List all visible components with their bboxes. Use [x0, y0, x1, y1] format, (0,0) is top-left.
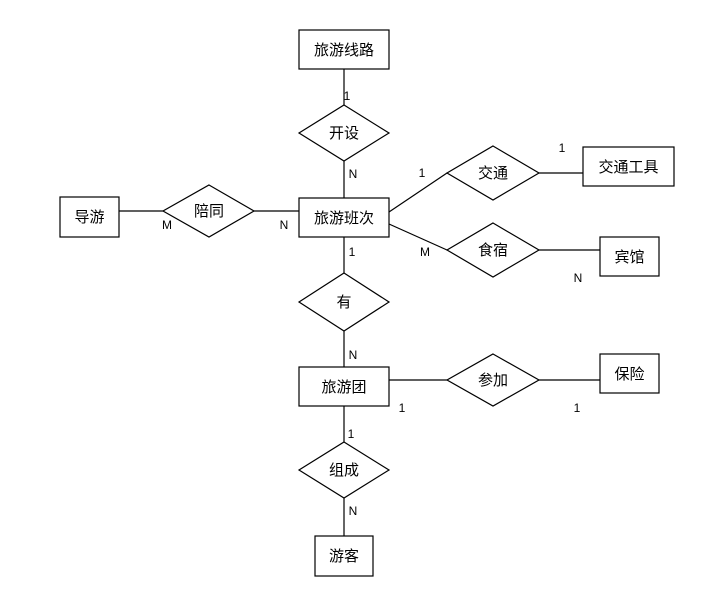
relationship-join-label: 参加 [478, 371, 508, 389]
entity-hotel-label: 宾馆 [614, 248, 644, 266]
cardinality-guide-accompany: M [162, 218, 172, 232]
relationship-has-label: 有 [336, 293, 351, 311]
entity-guide-label: 导游 [74, 208, 104, 226]
entity-tourist: 游客 [314, 535, 374, 577]
relationship-compose-label: 组成 [329, 461, 359, 479]
entity-transport: 交通工具 [582, 146, 675, 187]
cardinality-labels: 1 N M N 1 1 M N 1 N 1 1 1 N [162, 89, 582, 518]
cardinality-lodging-hotel: N [574, 271, 583, 285]
relationship-traffic: 交通 [445, 145, 541, 201]
relationship-accompany: 陪同 [161, 184, 256, 238]
cardinality-has-group: N [349, 348, 358, 362]
entity-route: 旅游线路 [298, 29, 390, 70]
relationship-compose: 组成 [297, 441, 391, 499]
cardinality-schedule-has: 1 [349, 245, 356, 259]
relationship-accompany-label: 陪同 [194, 202, 224, 220]
cardinality-route-offer: 1 [344, 89, 351, 103]
connectors [119, 69, 600, 536]
entity-schedule: 旅游班次 [298, 197, 390, 238]
cardinality-schedule-traffic: 1 [419, 166, 426, 180]
line-schedule-lodging [388, 223, 448, 251]
relationship-offer-label: 开设 [329, 124, 359, 142]
entity-guide: 导游 [59, 196, 120, 238]
entity-transport-label: 交通工具 [598, 158, 658, 176]
cardinality-compose-tourist: N [349, 504, 358, 518]
cardinality-schedule-lodging: M [420, 245, 430, 259]
entity-insurance: 保险 [599, 353, 660, 394]
relationship-lodging: 食宿 [445, 222, 541, 278]
entity-tour-group: 旅游团 [298, 366, 390, 407]
cardinality-join-insurance: 1 [574, 401, 581, 415]
line-schedule-traffic [388, 172, 448, 213]
relationship-offer: 开设 [297, 104, 391, 162]
entity-tourist-label: 游客 [329, 547, 359, 565]
relationship-has: 有 [297, 272, 391, 332]
entity-insurance-label: 保险 [614, 365, 644, 383]
entity-tour-group-label: 旅游团 [321, 378, 366, 396]
cardinality-group-compose: 1 [348, 427, 355, 441]
relationship-join: 参加 [445, 353, 541, 407]
entity-schedule-label: 旅游班次 [314, 209, 374, 227]
entity-hotel: 宾馆 [599, 236, 660, 277]
cardinality-offer-schedule: N [349, 167, 358, 181]
cardinality-accompany-schedule: N [280, 218, 289, 232]
relationship-lodging-label: 食宿 [478, 241, 508, 259]
cardinality-group-join: 1 [399, 401, 406, 415]
cardinality-traffic-transport: 1 [559, 141, 566, 155]
entity-route-label: 旅游线路 [314, 41, 374, 59]
relationship-traffic-label: 交通 [478, 164, 508, 182]
